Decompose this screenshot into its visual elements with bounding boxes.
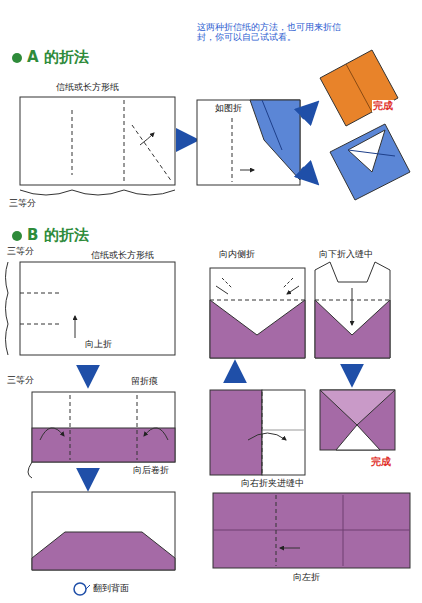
step-label: 三等分 (6, 375, 35, 385)
fold-line (262, 100, 282, 150)
fold-rect (32, 392, 175, 462)
fold-line (262, 392, 263, 473)
step-label: 三等分 (6, 246, 35, 256)
fold-rect (32, 428, 175, 462)
section-heading: B 的折法 (26, 227, 90, 244)
fold-rect (213, 493, 410, 568)
fold-polygon (250, 100, 300, 180)
step-label: 翻到背面 (92, 583, 130, 593)
fold-line (233, 364, 237, 380)
fold-rect (262, 390, 305, 475)
fold-rect (210, 268, 305, 358)
step-label: 信纸或长方形纸 (90, 250, 155, 260)
fold-rect (32, 492, 175, 570)
fold-path (144, 428, 168, 440)
fold-path (40, 428, 64, 440)
fold-line (178, 138, 195, 142)
fold-line (352, 288, 353, 325)
fold-circle (74, 583, 86, 595)
fold-line (343, 495, 344, 566)
fold-line (302, 168, 316, 182)
step-label: 向右折夹进缝中 (240, 478, 305, 488)
step-label: 留折痕 (130, 376, 159, 386)
fold-path (28, 462, 32, 478)
fold-line (137, 395, 138, 460)
step-label: 三等分 (8, 198, 37, 208)
fold-rect (20, 262, 175, 355)
fold-g (20, 97, 175, 195)
fold-line (20, 293, 60, 294)
fold-path (248, 433, 286, 440)
fold-rect (320, 390, 395, 450)
fold-line (72, 110, 73, 175)
fold-line (213, 530, 410, 531)
fold-g (315, 262, 390, 358)
section-heading: A 的折法 (26, 49, 90, 66)
fold-line (132, 125, 172, 182)
step-label: 向左折 (292, 572, 321, 582)
fold-circle (12, 53, 22, 63)
fold-line (262, 430, 305, 431)
fold-line (348, 150, 395, 156)
fold-g (210, 268, 305, 358)
fold-line (20, 324, 60, 325)
fold-line (276, 495, 277, 566)
fold-rect (20, 97, 175, 185)
step-label: 向内侧折 (218, 249, 256, 259)
fold-line (232, 118, 233, 182)
finish-label: 完成 (370, 456, 392, 468)
fold-path (86, 585, 90, 589)
fold-line (350, 366, 354, 383)
fold-path (140, 133, 154, 145)
step-label: 向后卷折 (132, 465, 170, 475)
fold-g (32, 492, 175, 595)
fold-path (240, 170, 254, 171)
fold-path (280, 548, 300, 549)
step-label: 向上折 (84, 339, 113, 349)
fold-polygon (320, 50, 398, 126)
fold-path (20, 190, 175, 195)
fold-polygon (330, 124, 410, 200)
fold-line (75, 316, 76, 338)
fold-line (346, 64, 372, 112)
fold-polygon (320, 390, 395, 425)
fold-line (86, 470, 90, 487)
fold-line (210, 300, 305, 301)
fold-line (70, 395, 71, 460)
fold-line (302, 104, 316, 118)
fold-g (320, 50, 410, 200)
fold-g (28, 392, 175, 478)
fold-g (197, 100, 300, 185)
step-label: 如图折 (214, 103, 243, 113)
fold-path (6, 262, 9, 355)
note-text: 这两种折信纸的方法，也可用来折信封，你可以自己试试看。 (196, 22, 343, 43)
fold-line (86, 366, 90, 384)
fold-path (222, 278, 293, 288)
fold-rect (210, 390, 262, 475)
fold-g (210, 390, 305, 475)
fold-polygon (336, 425, 380, 450)
fold-g (320, 390, 395, 450)
fold-g (213, 493, 410, 568)
fold-line (124, 100, 125, 182)
fold-circle (12, 231, 22, 241)
fold-polygon (315, 262, 390, 358)
step-label: 向下折入缝中 (318, 249, 374, 259)
fold-polygon (32, 532, 175, 570)
step-label: 信纸或长方形纸 (55, 82, 120, 92)
finish-label: 完成 (372, 100, 394, 112)
fold-rect (197, 100, 300, 185)
fold-polygon (210, 300, 305, 358)
fold-path (216, 286, 299, 294)
fold-g (6, 262, 176, 355)
